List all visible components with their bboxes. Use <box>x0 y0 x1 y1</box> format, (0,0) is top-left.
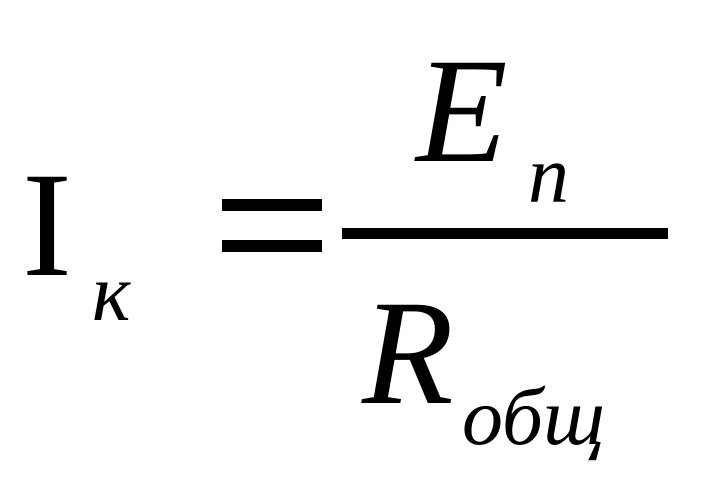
numerator-subscript: n <box>528 129 569 220</box>
current-subscript: к <box>92 247 131 338</box>
fraction-bar <box>342 228 668 239</box>
current-symbol: I <box>22 142 72 308</box>
denominator-subscript: общ <box>462 371 606 462</box>
equals-sign-top-bar <box>222 199 322 211</box>
equals-sign-bottom-bar <box>222 240 322 252</box>
denominator-symbol: R <box>362 270 454 436</box>
numerator-symbol: E <box>416 28 508 194</box>
